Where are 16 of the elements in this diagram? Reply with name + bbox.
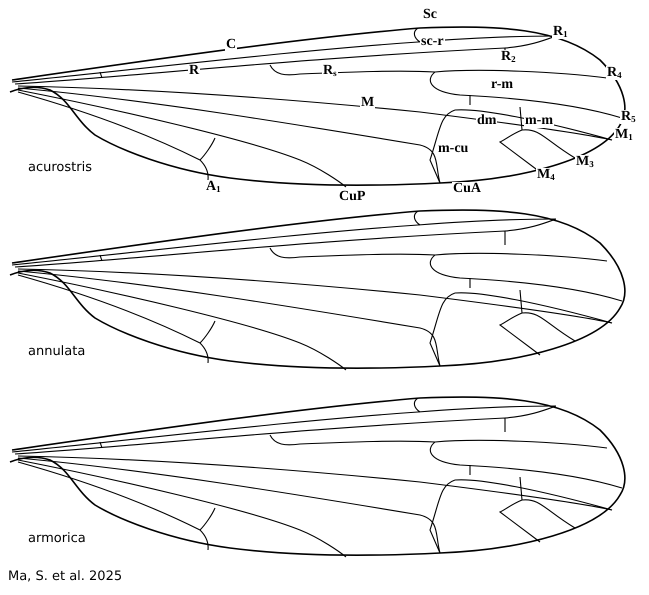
vein-label: R$_{2}$	[500, 50, 517, 64]
species-name: acurostris	[28, 161, 92, 174]
vein-label: R$_{1}$	[552, 25, 569, 39]
vein-label: C	[225, 38, 238, 52]
species-name: annulata	[28, 345, 86, 358]
vein-label: m-m	[524, 114, 554, 128]
vein-label: R$_{5}$	[620, 110, 637, 124]
vein-label: R$_{s}$	[322, 64, 338, 78]
vein-label: M	[360, 96, 376, 110]
vein-label: M$_{1}$	[614, 128, 634, 142]
vein-label: M$_{3}$	[575, 155, 595, 169]
vein-label: M$_{4}$	[536, 168, 556, 182]
source-citation: Ma, S. et al. 2025	[8, 570, 122, 583]
species-name: armorica	[28, 532, 86, 545]
vein-label: A$_{1}$	[205, 180, 222, 194]
vein-label: R$_{4}$	[606, 66, 623, 80]
